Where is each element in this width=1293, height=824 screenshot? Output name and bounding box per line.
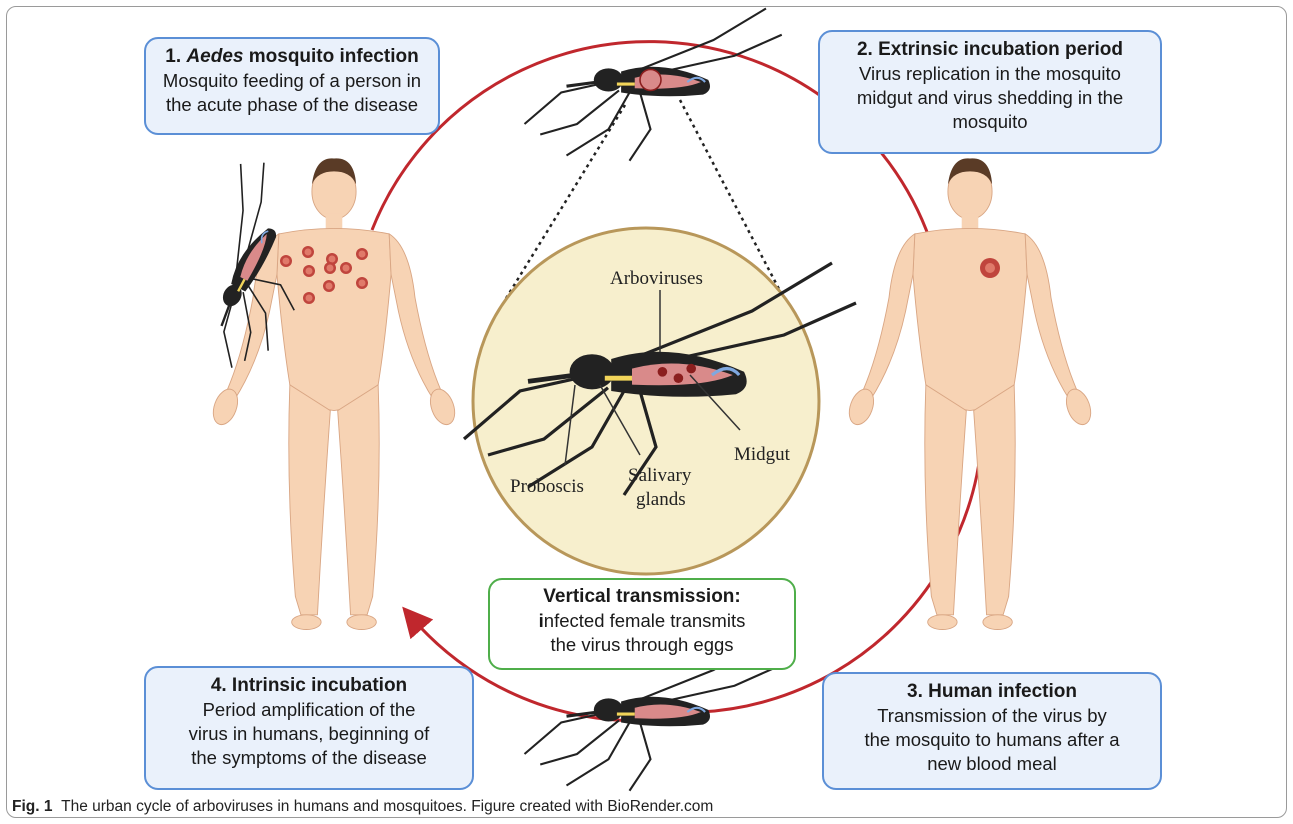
step-4-desc-line-2: virus in humans, beginning of xyxy=(146,722,472,746)
vertical-transmission-line-1: infected female transmits xyxy=(490,609,794,633)
figure-caption-text: The urban cycle of arboviruses in humans… xyxy=(61,798,713,815)
step-3-box: 3. Human infection Transmission of the v… xyxy=(822,672,1162,790)
step-4-title: 4. Intrinsic incubation xyxy=(146,674,472,698)
step-3-desc-line-2: the mosquito to humans after a xyxy=(824,728,1160,752)
step-2-desc-line-1: Virus replication in the mosquito xyxy=(820,62,1160,86)
step-2-desc-line-3: mosquito xyxy=(820,110,1160,134)
step-4-desc-line-3: the symptoms of the disease xyxy=(146,746,472,770)
label-salivary-1: Salivary xyxy=(628,465,691,487)
label-midgut: Midgut xyxy=(734,444,790,466)
virus-cluster-right xyxy=(980,258,1000,278)
step-2-title: 2. Extrinsic incubation period xyxy=(820,38,1160,62)
step-1-desc-line-1: Mosquito feeding of a person in xyxy=(146,69,438,93)
mosquito-top-illustration xyxy=(525,9,782,161)
step-4-box: 4. Intrinsic incubation Period amplifica… xyxy=(144,666,474,790)
human-left-illustration xyxy=(209,158,459,629)
label-arboviruses: Arboviruses xyxy=(610,268,703,290)
vertical-transmission-box: Vertical transmission: infected female t… xyxy=(488,578,796,670)
step-1-box: 1. Aedes mosquito infection Mosquito fee… xyxy=(144,37,440,135)
step-1-title: 1. Aedes mosquito infection xyxy=(146,45,438,69)
step-3-title: 3. Human infection xyxy=(824,680,1160,704)
step-3-desc-line-1: Transmission of the virus by xyxy=(824,704,1160,728)
step-2-box: 2. Extrinsic incubation period Virus rep… xyxy=(818,30,1162,154)
human-right-illustration xyxy=(845,158,1095,629)
step-3-desc-line-3: new blood meal xyxy=(824,752,1160,776)
figure-number: Fig. 1 xyxy=(12,798,52,815)
step-4-desc-line-1: Period amplification of the xyxy=(146,698,472,722)
label-salivary-2: glands xyxy=(636,489,686,511)
figure-caption: Fig. 1 The urban cycle of arboviruses in… xyxy=(12,798,713,816)
vertical-transmission-title: Vertical transmission: xyxy=(490,585,794,609)
label-proboscis: Proboscis xyxy=(510,476,584,498)
vertical-transmission-line-2: the virus through eggs xyxy=(490,633,794,657)
step-1-desc-line-2: the acute phase of the disease xyxy=(146,93,438,117)
step-2-desc-line-2: midgut and virus shedding in the xyxy=(820,86,1160,110)
